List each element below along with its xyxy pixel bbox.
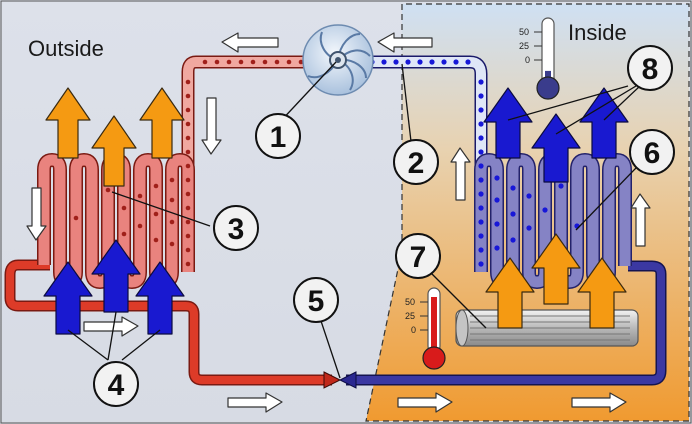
thermo-bottom-tick-50: 50 [405,297,415,307]
flow-arrow-left-top-right [377,32,433,53]
thermo-top-tick-50: 50 [519,27,529,37]
flow-arrow-left-top [221,32,279,53]
callout-3: 3 [213,205,259,251]
callout-6-number: 6 [644,137,661,170]
flow-arrow-up-right [630,193,651,247]
refrigerant-dots-cold [357,59,580,267]
callout-5: 5 [293,277,339,323]
thermo-bottom-tick-25: 25 [405,311,415,321]
callout-8-number: 8 [642,53,659,86]
cold-air-arrows-inside [483,87,629,183]
callout-3-number: 3 [228,213,245,246]
callout-4: 4 [93,361,139,407]
cold-air-arrows-outside [43,239,185,335]
thermo-top-tick-25: 25 [519,41,529,51]
callout-1-number: 1 [270,121,287,154]
callout-6: 6 [629,129,675,175]
callout-8: 8 [627,45,673,91]
heat-arrows-outside [45,87,185,187]
callout-4-number: 4 [108,369,125,402]
flow-arrow-down-left [26,187,47,241]
outside-label: Outside [28,36,104,61]
callout-5-number: 5 [308,285,325,318]
expansion-valve-icon [323,371,357,389]
flow-arrows [26,32,651,413]
flow-arrow-right-mid [83,316,139,337]
compressor-fan-icon [302,24,374,96]
thermometer-icon: 50 25 0 [519,17,560,100]
flow-arrow-bottom-3 [571,392,627,413]
flow-arrow-down [201,97,222,155]
callout-7: 7 [395,233,441,279]
callout-7-number: 7 [410,241,427,274]
callout-2-number: 2 [408,147,425,180]
flow-arrow-bottom-2 [397,392,453,413]
thermo-bottom-tick-0: 0 [411,325,416,335]
callout-leaders [67,61,641,379]
flow-arrow-bottom-1 [227,392,283,413]
callout-1: 1 [255,113,301,159]
thermo-top-tick-0: 0 [525,55,530,65]
callout-2: 2 [393,139,439,185]
inside-label: Inside [568,20,627,45]
thermometer-icon: 50 25 0 [405,287,446,370]
flow-arrow-up [450,147,471,201]
refrigerant-dots-hot [73,59,316,267]
heat-arrows-inside [485,233,627,329]
